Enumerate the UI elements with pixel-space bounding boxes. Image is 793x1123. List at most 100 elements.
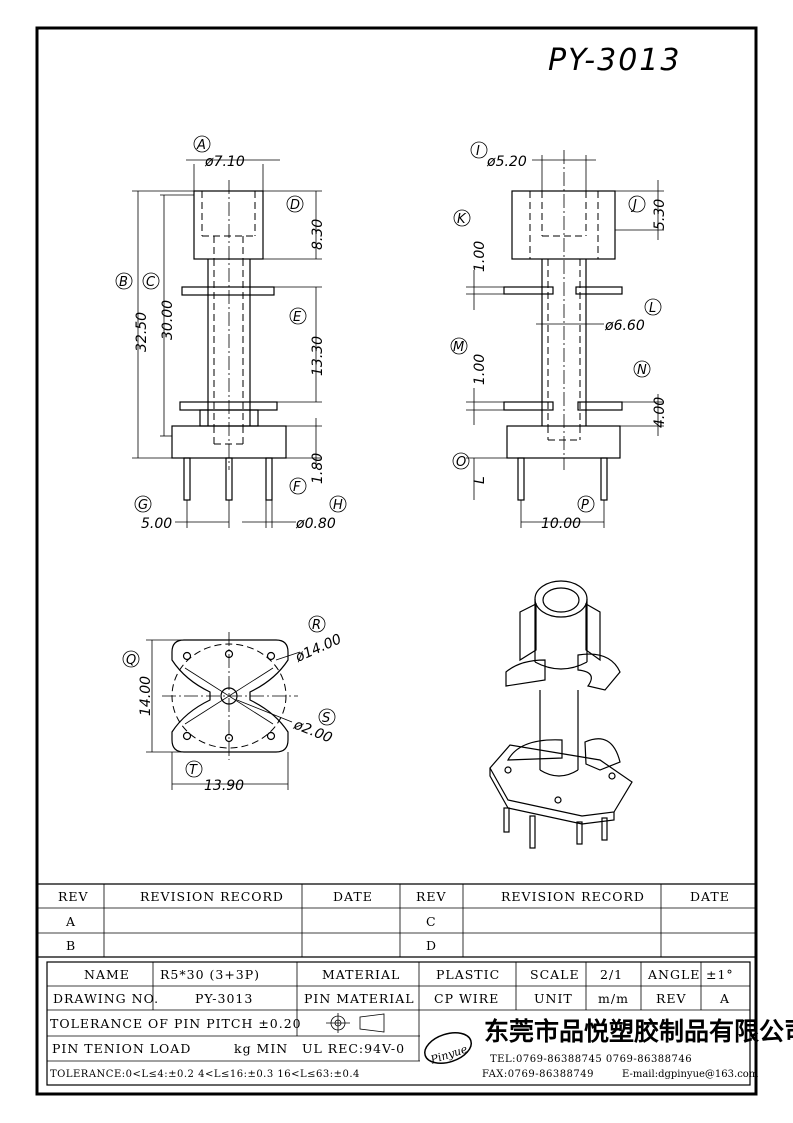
logo-text: Pinyue	[428, 1042, 469, 1067]
angle-label: ANGLE	[647, 967, 700, 982]
svg-text:ø7.10: ø7.10	[204, 154, 245, 170]
pin-tension-label: PIN TENION LOAD	[52, 1041, 191, 1056]
company-email: E-mail:dgpinyue@163.com	[622, 1069, 759, 1080]
rev-header-2: REV	[416, 889, 447, 904]
svg-text:M: M	[453, 340, 464, 355]
rev-row-c: C	[426, 914, 437, 929]
pin-material-value: CP WIRE	[434, 991, 499, 1006]
callout-d: D	[286, 195, 304, 213]
pin-tension-value: kg MIN	[234, 1041, 288, 1056]
svg-text:P: P	[581, 498, 589, 513]
tolerance-ranges: TOLERANCE:0<L≤4:±0.2 4<L≤16:±0.3 16<L≤63…	[50, 1069, 360, 1080]
svg-text:O: O	[456, 455, 466, 470]
svg-text:H: H	[333, 498, 343, 513]
svg-text:8.30: 8.30	[310, 219, 326, 250]
side-view: ø5.20 5.30 1.00 ø6.60 1.00 4.00 L 10.00	[466, 150, 668, 532]
isometric-view	[489, 580, 633, 849]
revision-table: REV REVISION RECORD DATE REV REVISION RE…	[37, 883, 756, 958]
callout-k: K	[453, 209, 471, 227]
svg-text:ø6.60: ø6.60	[604, 318, 645, 334]
pin-material-label: PIN MATERIAL	[304, 991, 415, 1006]
svg-text:30.00: 30.00	[160, 300, 176, 340]
callout-l: L	[644, 298, 662, 316]
svg-text:F: F	[293, 480, 301, 495]
rev-value: A	[719, 991, 730, 1006]
svg-text:L: L	[472, 476, 488, 484]
callout-e: E	[289, 307, 307, 325]
callout-b: B	[115, 272, 133, 290]
scale-label: SCALE	[530, 967, 580, 982]
date-header-2: DATE	[690, 889, 730, 904]
callout-r: R	[308, 615, 326, 633]
svg-text:13.30: 13.30	[310, 336, 326, 376]
svg-text:G: G	[138, 498, 148, 513]
record-header-2: REVISION RECORD	[501, 889, 645, 904]
sheet-border	[35, 26, 758, 1096]
svg-text:B: B	[119, 275, 128, 290]
projection-symbol-icon	[326, 1013, 385, 1033]
material-label: MATERIAL	[322, 967, 400, 982]
rev-row-b: B	[66, 938, 76, 953]
date-header-1: DATE	[333, 889, 373, 904]
svg-text:1.00: 1.00	[472, 241, 488, 272]
callout-bubbles: A B C D E F G H I J K L M N O P Q R S T	[115, 135, 662, 778]
svg-text:ø5.20: ø5.20	[486, 154, 527, 170]
callout-j: J	[628, 195, 646, 213]
unit-value: m/m	[598, 991, 629, 1006]
ul-rec: UL REC:94V-0	[302, 1041, 405, 1056]
svg-text:Q: Q	[126, 653, 136, 668]
callout-g: G	[134, 495, 152, 513]
svg-text:A: A	[196, 138, 206, 153]
svg-text:5.30: 5.30	[652, 199, 668, 230]
svg-text:ø14.00: ø14.00	[292, 631, 344, 666]
tolerance-pitch: TOLERANCE OF PIN PITCH ±0.20	[50, 1016, 302, 1031]
svg-text:I: I	[476, 144, 480, 159]
svg-text:4.00: 4.00	[652, 397, 668, 428]
drawing-title: PY-3013	[548, 43, 681, 78]
company-tel: TEL:0769-86388745 0769-86388746	[490, 1054, 692, 1065]
svg-text:J: J	[630, 198, 637, 213]
drawing-no-value: PY-3013	[195, 991, 253, 1006]
svg-text:S: S	[322, 711, 330, 726]
rev-label: REV	[656, 991, 687, 1006]
svg-text:N: N	[637, 363, 647, 378]
record-header-1: REVISION RECORD	[140, 889, 284, 904]
callout-o: O	[452, 452, 470, 470]
callout-f: F	[289, 477, 307, 495]
svg-text:T: T	[189, 763, 198, 778]
unit-label: UNIT	[534, 991, 573, 1006]
callout-a: A	[193, 135, 211, 153]
company-name-cn: 东莞市品悦塑胶制品有限公司	[484, 1017, 793, 1046]
callout-n: N	[633, 360, 651, 378]
rev-row-d: D	[426, 938, 437, 953]
drawing-no-label: DRAWING NO.	[53, 991, 159, 1006]
callout-h: H	[329, 495, 347, 513]
front-view: ø7.10 32.50 30.00 8.30 13.30 1.80 5.00	[132, 154, 336, 532]
svg-text:C: C	[146, 275, 156, 290]
callout-q: Q	[122, 650, 140, 668]
svg-text:ø0.80: ø0.80	[295, 516, 336, 532]
svg-text:32.50: 32.50	[134, 312, 150, 352]
callout-i: I	[470, 141, 488, 159]
callout-t: T	[185, 760, 203, 778]
name-value: R5*30 (3+3P)	[160, 967, 260, 982]
svg-text:13.90: 13.90	[204, 778, 244, 794]
name-label: NAME	[84, 967, 130, 982]
svg-text:5.00: 5.00	[141, 516, 172, 532]
svg-text:14.00: 14.00	[138, 676, 154, 716]
svg-text:D: D	[290, 198, 300, 213]
svg-text:1.80: 1.80	[310, 453, 326, 484]
callout-s: S	[318, 708, 336, 726]
callout-p: P	[577, 495, 595, 513]
rev-row-a: A	[65, 914, 76, 929]
rev-header-1: REV	[58, 889, 89, 904]
svg-text:1.00: 1.00	[472, 354, 488, 385]
svg-text:L: L	[649, 301, 656, 316]
svg-text:10.00: 10.00	[541, 516, 581, 532]
angle-value: ±1°	[706, 967, 734, 982]
company-fax: FAX:0769-86388749	[482, 1069, 594, 1080]
scale-value: 2/1	[600, 967, 623, 982]
title-block: NAME R5*30 (3+3P) MATERIAL PLASTIC SCALE…	[46, 961, 793, 1086]
company-logo-icon: Pinyue	[424, 1032, 472, 1067]
